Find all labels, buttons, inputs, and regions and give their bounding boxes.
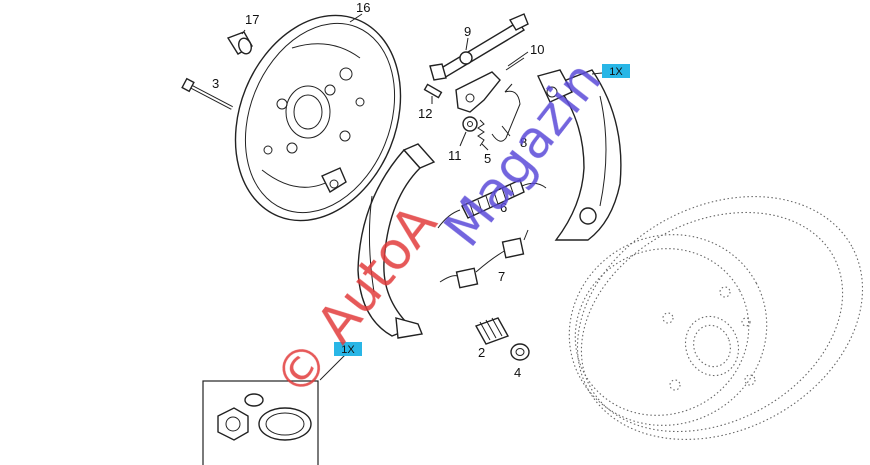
label-7: 7 [498,269,505,284]
spring-7-icon [439,229,529,289]
label-3: 3 [212,76,219,91]
cap-17-icon [226,31,253,55]
label-8: 8 [520,135,527,150]
label-2: 2 [478,345,485,360]
tag-left-text: 1X [341,344,355,356]
pin-12-icon [423,83,443,99]
spring-5-icon [477,119,485,147]
tag-right-text: 1X [609,66,623,78]
label-16: 16 [356,0,370,15]
brake-shoe-left-icon [357,143,436,339]
label-12: 12 [418,106,432,121]
spring-2-icon [474,317,510,345]
washer-11-icon [462,116,478,132]
label-4: 4 [514,365,521,380]
wire-spring-8-icon [491,83,521,142]
tag-left: 1X [334,342,362,356]
brake-shoe-right-icon [537,69,622,241]
spring-6-icon [437,179,547,229]
label-11: 11 [448,148,462,163]
hardware-kit-inset [202,380,319,465]
brake-backing-plate-icon [234,14,402,222]
label-17: 17 [245,12,259,27]
label-6: 6 [500,200,507,215]
label-10: 10 [530,42,544,57]
label-9: 9 [464,24,471,39]
tag-right: 1X [602,64,630,78]
watermark-line1: © AutoA [263,194,449,408]
adjuster-rod-9-icon [429,13,529,81]
pin-3-icon [181,77,233,110]
lever-10-icon [455,57,525,113]
washer-4-icon [510,343,530,361]
label-5: 5 [484,151,491,166]
